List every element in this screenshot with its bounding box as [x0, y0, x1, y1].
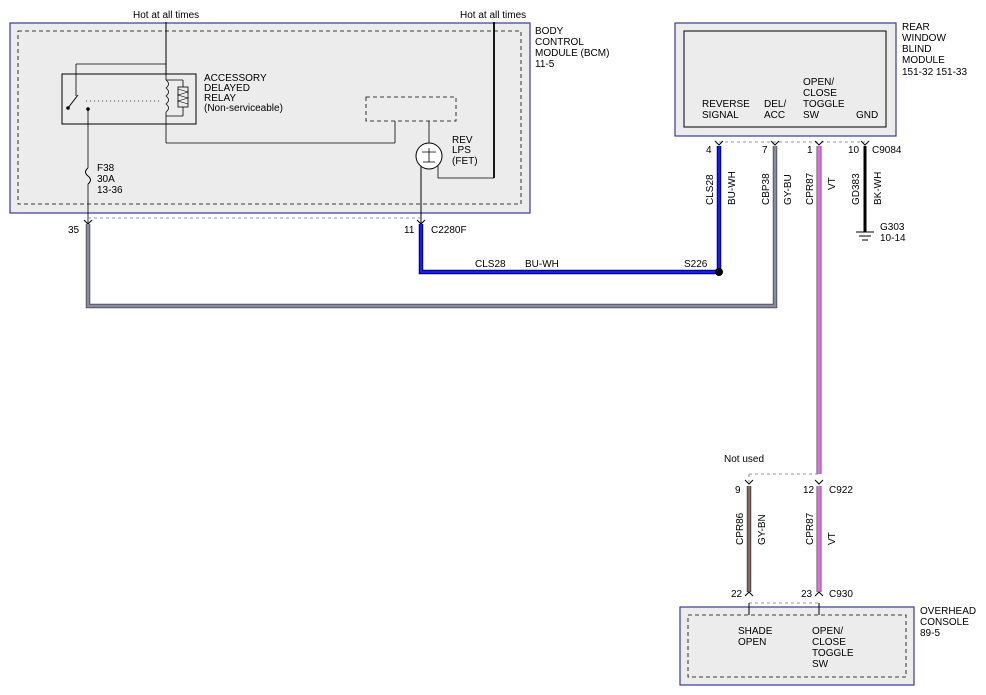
rwbm-pin1-chevron — [814, 140, 824, 146]
wire-top-cbp38-color: GY-BU — [783, 174, 794, 205]
fet-symbol-inner — [422, 148, 436, 163]
c930-connector-label: C930 — [829, 589, 853, 600]
c930-pin23-label: 23 — [801, 589, 813, 600]
rwbm-pin-gnd: GND — [856, 110, 878, 121]
bcm-title-line2: CONTROL — [535, 37, 584, 48]
rwbm-title-line3: BLIND — [902, 44, 931, 55]
rwbm-pin-open-line4: SW — [803, 110, 820, 121]
c930-pin22-chevron — [744, 591, 754, 597]
rwbm-title-line1: REAR — [902, 22, 930, 33]
bcm-pin35-label: 35 — [68, 225, 80, 236]
wire-cls28 — [419, 146, 721, 274]
bcm-module-inner-dashed — [17, 30, 522, 205]
bcm-sub-circuit-box — [365, 96, 457, 122]
relay-label-line4: (Non-serviceable) — [204, 103, 283, 114]
oc-title-line1: OVERHEAD — [920, 606, 976, 617]
wire-top-cpr87-circuit: CPR87 — [805, 172, 816, 205]
wire-top-gd383-color: BK-WH — [873, 172, 884, 205]
c922-pin9-label: 9 — [735, 485, 741, 496]
oc-pin-open-line1: OPEN/ — [812, 626, 843, 637]
fuse-label-line1: F38 — [97, 163, 115, 174]
rwbm-module-inner — [683, 30, 887, 128]
rwbm-title-line4: MODULE — [902, 55, 945, 66]
oc-title-line3: 89-5 — [920, 628, 940, 639]
c930-pin23-chevron — [814, 591, 824, 597]
rwbm-pin4-chevron — [714, 140, 724, 146]
bcm-pin11-label: 11 — [404, 225, 415, 236]
oc-title-line2: CONSOLE — [920, 617, 969, 628]
bcm-title-line4: 11-5 — [535, 59, 555, 70]
splice-label: S226 — [684, 259, 708, 270]
ground-label-line1: G303 — [880, 222, 905, 233]
oc-pin-open-line2: CLOSE — [812, 637, 846, 648]
rwbm-pin-del-line2: ACC — [764, 110, 785, 121]
relay-label-line2: DELAYED — [204, 83, 250, 94]
rev-lps-line1: REV — [452, 135, 473, 146]
overhead-console-outline — [679, 606, 915, 686]
wire-bottom-cpr86-circuit: CPR86 — [735, 512, 746, 545]
rwbm-title-line5: 151-32 151-33 — [902, 67, 967, 78]
relay-box — [61, 73, 197, 125]
bcm-title-line3: MODULE (BCM) — [535, 48, 609, 59]
rwbm-pin-open-line2: CLOSE — [803, 88, 837, 99]
horiz-wire-color: BU-WH — [525, 259, 559, 270]
wire-top-cpr87-color: VT — [827, 177, 838, 190]
rwbm-pin-open-line3: TOGGLE — [803, 99, 845, 110]
wire-top-cbp38-circuit: CBP38 — [761, 173, 772, 205]
relay-coil — [165, 79, 169, 113]
splice-s226-dot — [715, 268, 723, 276]
c922-pin9-chevron — [744, 479, 754, 485]
bcm-module-outline — [9, 22, 531, 214]
rwbm-pin7-chevron — [770, 140, 780, 146]
ground-symbol — [856, 231, 874, 241]
relay-switch-contact — [66, 106, 70, 110]
rwbm-pin10-chevron — [860, 140, 870, 146]
oc-pin-shade-line1: SHADE — [738, 626, 773, 637]
c922-pin12-label: 12 — [803, 485, 815, 496]
wire-bottom-cpr86-color: GY-BN — [757, 514, 768, 545]
rwbm-pin-reverse-line2: SIGNAL — [702, 110, 739, 121]
rwbm-pin-del-line1: DEL/ — [764, 99, 786, 110]
c930-pin22-label: 22 — [731, 589, 743, 600]
wire-top-cls28-color: BU-WH — [727, 171, 738, 205]
relay-label-line1: ACCESSORY — [204, 73, 267, 84]
fuse-symbol — [85, 167, 91, 185]
rwbm-pin1-label: 1 — [807, 145, 813, 156]
relay-diode-zigzag — [176, 88, 190, 105]
relay-switch-arm — [67, 94, 79, 109]
oc-pin-open-line3: TOGGLE — [812, 648, 854, 659]
wire-bottom-cpr87-circuit: CPR87 — [805, 512, 816, 545]
ground-label-line2: 10-14 — [880, 233, 906, 244]
oc-pin-open-line4: SW — [812, 659, 829, 670]
wire-cbp38 — [86, 146, 777, 308]
fuse-label-line3: 13-36 — [97, 185, 123, 196]
bcm-hot-label: Hot at all times — [133, 10, 199, 21]
wire-top-cls28-circuit: CLS28 — [705, 174, 716, 205]
not-used-label: Not used — [724, 454, 764, 465]
c922-connector-label: C922 — [829, 485, 853, 496]
c922-pin12-chevron — [814, 479, 824, 485]
rwbm-pin10-label: 10 — [848, 145, 860, 156]
bcm-hot-right-label: Hot at all times — [460, 10, 526, 21]
fuse-label-line2: 30A — [97, 174, 115, 185]
rwbm-connector-label: C9084 — [872, 145, 902, 156]
rwbm-pin7-label: 7 — [762, 145, 768, 156]
wire-bottom-cpr87-color: VT — [827, 532, 838, 545]
bcm-connector-label: C2280F — [431, 225, 467, 236]
oc-pin-shade-line2: OPEN — [738, 637, 766, 648]
bcm-title-line1: BODY — [535, 26, 564, 37]
wire-top-gd383-circuit: GD383 — [851, 173, 862, 205]
rwbm-pin-open-line1: OPEN/ — [803, 77, 834, 88]
rev-lps-line2: LPS — [452, 145, 471, 156]
rwbm-pin4-label: 4 — [706, 145, 712, 156]
rwbm-pin-reverse-line1: REVERSE — [702, 99, 750, 110]
horiz-wire-circuit: CLS28 — [475, 259, 506, 270]
rwbm-title-line2: WINDOW — [902, 33, 946, 44]
relay-label-line3: RELAY — [204, 93, 236, 104]
overhead-console-inner-dashed — [687, 614, 907, 678]
rev-lps-line3: (FET) — [452, 156, 478, 167]
